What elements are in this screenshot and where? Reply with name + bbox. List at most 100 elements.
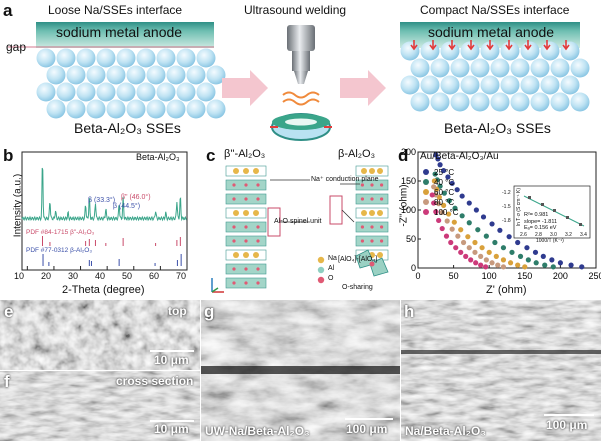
na-atom: [361, 210, 367, 216]
o-atom: [256, 239, 260, 243]
nyquist-ytick-label: 200: [401, 147, 416, 157]
sem-e-image: [0, 300, 200, 370]
nyquist-point: [445, 174, 451, 180]
sse-sphere: [400, 75, 420, 95]
pdf2-sticks: [42, 254, 182, 266]
nyquist-point: [533, 260, 539, 266]
xrd-sample-label: Beta-Al₂O₃: [136, 152, 180, 162]
nyquist-point: [540, 253, 546, 259]
right-anode-label: sodium metal anode: [428, 24, 555, 40]
xrd-peak-2: β" (46.0°): [121, 194, 151, 201]
sse-sphere: [186, 99, 206, 119]
nyquist-point: [431, 200, 437, 206]
sse-sphere: [500, 41, 520, 61]
o-atom: [380, 197, 384, 201]
na-atom: [253, 252, 259, 258]
nyquist-point: [466, 220, 472, 226]
nyquist-point: [507, 260, 514, 266]
sse-sphere: [156, 48, 176, 68]
crystal-right-title: β-Al₂O₃: [338, 148, 376, 160]
sharing-line-1: [AlO₄]-[AlO₄]: [338, 256, 378, 263]
sse-sphere: [46, 99, 66, 119]
nyquist-point: [437, 162, 443, 168]
nyquist-ytick-label: 100: [401, 205, 416, 215]
na-atom: [233, 210, 239, 216]
inset-yticks: -1.2 -1.5 -1.8: [502, 186, 511, 228]
interface-arrows: [410, 40, 570, 51]
na-atom: [233, 252, 239, 258]
xrd-xlabel: 2-Theta (degree): [62, 284, 145, 296]
nyquist-ytick-label: 150: [401, 176, 416, 186]
sse-sphere: [450, 58, 470, 78]
xrd-pdf1-label: PDF #84-1715 β"-Al₂O₃: [26, 229, 95, 236]
panel-letter-e: e: [4, 302, 14, 321]
o-atom: [244, 239, 248, 243]
sem-h-scale: 100 μm: [546, 418, 588, 432]
nyquist-point: [446, 198, 452, 204]
sse-sphere: [510, 58, 530, 78]
nyquist-point: [449, 226, 455, 232]
nyquist-xtick-label: 100: [482, 271, 497, 281]
sse-sphere: [480, 41, 500, 61]
inset-xtick-4: 3.2: [565, 232, 572, 238]
nyquist-point: [433, 192, 439, 198]
sse-sphere: [156, 82, 176, 102]
nyquist-point: [478, 253, 484, 259]
pdf1-sticks: [41, 236, 181, 246]
left-sse-label: Beta-Al₂O₃ SSEs: [74, 120, 181, 136]
nyquist-point: [473, 207, 479, 213]
sem-f-scale: 10 μm: [154, 422, 189, 436]
sse-sphere: [440, 41, 460, 61]
na-atom: [377, 252, 383, 258]
nyquist-point: [473, 260, 479, 266]
panel-a-center-title: Ultrasound welding: [244, 3, 347, 17]
legend-marker: [423, 199, 429, 205]
nyquist-point: [509, 249, 515, 255]
nyquist-point: [500, 257, 507, 263]
inset-ylabel: ln T·σ (S cm⁻¹ K): [516, 187, 522, 227]
spinel-unit-label: Al-O spinel unit: [274, 218, 322, 225]
sse-sphere: [76, 82, 96, 102]
sse-sphere: [570, 92, 590, 112]
nyquist-point: [459, 213, 465, 219]
panel-letter-c: c: [206, 146, 216, 165]
tetrahedra-icon: [355, 249, 389, 277]
na-atom: [243, 210, 249, 216]
sem-h-caption: Na/Beta-Al₂O₃: [405, 424, 486, 438]
na-atom: [243, 252, 249, 258]
legend-label: 100 °C: [434, 208, 459, 217]
nyquist-points: [429, 152, 585, 270]
nyquist-point: [517, 253, 524, 259]
nyquist-point: [432, 171, 438, 177]
na-atom: [369, 168, 375, 174]
o-atom: [360, 239, 364, 243]
xrd-x-ticks: [26, 266, 188, 270]
nyquist-point: [441, 202, 447, 208]
nyquist-point: [441, 190, 447, 196]
polyhedra-layer: [225, 165, 267, 177]
nyquist-point: [515, 239, 521, 246]
o-atom: [360, 225, 364, 229]
nyquist-title: Au/Beta-Al₂O₃/Au: [420, 151, 499, 162]
interface-arrow-icon: [562, 40, 570, 51]
sse-sphere: [106, 65, 126, 85]
nyquist-point: [500, 264, 507, 270]
panel-a-right-title: Compact Na/SSEs interface: [420, 3, 570, 17]
crystal-left-title: β''-Al₂O₃: [224, 148, 266, 160]
o-atom: [232, 183, 236, 187]
sem-f-scalebar: [150, 420, 194, 422]
right-arrow-icon-2: [340, 70, 386, 106]
o-atom: [244, 267, 248, 271]
polyhedra-layer: [225, 207, 267, 219]
nyquist-point: [493, 253, 499, 259]
nyquist-xlabel: Z' (ohm): [486, 284, 527, 296]
sse-sphere: [410, 92, 430, 112]
interface-arrow-icon: [486, 40, 494, 51]
inset-xtick-2: 2.8: [535, 232, 542, 238]
sse-sphere: [146, 99, 166, 119]
interface-arrow-icon: [410, 40, 418, 51]
nyquist-point: [458, 249, 464, 255]
left-sse-spheres: [36, 48, 226, 119]
o-atom: [256, 183, 260, 187]
conduction-plane-label: Na⁺ conduction plane: [311, 176, 379, 183]
